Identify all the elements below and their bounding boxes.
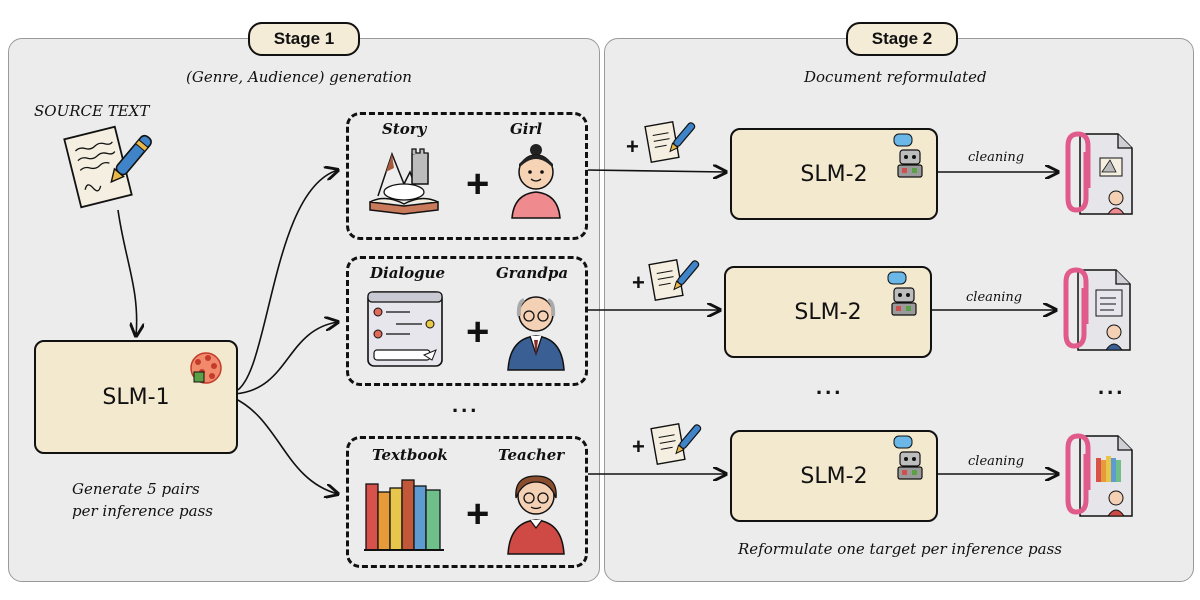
- cleaning-label-2: cleaning: [966, 290, 1023, 305]
- stage2-ellipsis-model: ...: [816, 374, 844, 399]
- stage2-caption: Reformulate one target per inference pas…: [738, 540, 1062, 558]
- stage1-label: Stage 1: [248, 22, 360, 56]
- audience-label-girl: Girl: [510, 120, 543, 138]
- girl-avatar-icon: [511, 144, 561, 219]
- genre-label-textbook: Textbook: [372, 446, 448, 464]
- robot-icon-2: [887, 271, 917, 316]
- output-document-icon-3: [1065, 433, 1133, 517]
- stage2-ellipsis-output: ...: [1098, 374, 1126, 399]
- genre-label-story: Story: [382, 120, 427, 138]
- chat-window-icon: [367, 291, 443, 367]
- audience-label-grandpa: Grandpa: [496, 264, 569, 282]
- books-icon: [364, 479, 444, 551]
- pair-plus-3: +: [466, 492, 490, 536]
- robot-icon-1: [893, 133, 923, 178]
- row1-document-icon: [644, 121, 696, 163]
- row2-plus: +: [632, 270, 645, 295]
- genre-label-dialogue: Dialogue: [370, 264, 446, 282]
- storybook-icon: [369, 148, 439, 215]
- pairs-ellipsis: ...: [452, 392, 480, 417]
- teacher-avatar-icon: [507, 475, 565, 555]
- row3-plus: +: [632, 434, 645, 459]
- cleaning-label-1: cleaning: [968, 150, 1025, 165]
- output-document-icon-2: [1063, 267, 1131, 351]
- cleaning-label-3: cleaning: [968, 454, 1025, 469]
- brain-network-icon: [190, 352, 222, 384]
- row2-document-icon: [648, 259, 700, 301]
- stage1-subtitle: (Genre, Audience) generation: [186, 68, 412, 86]
- row3-document-icon: [650, 423, 702, 465]
- row1-plus: +: [626, 134, 639, 159]
- stage1-caption-line1: Generate 5 pairs: [72, 480, 200, 498]
- source-document-icon: [63, 125, 152, 209]
- output-document-icon-1: [1065, 131, 1133, 215]
- slm1-label: SLM-1: [102, 384, 170, 410]
- stage1-caption-line2: per inference pass: [72, 502, 213, 520]
- pair-plus-2: +: [466, 310, 490, 354]
- robot-icon-3: [893, 435, 923, 480]
- pair-plus-1: +: [466, 162, 490, 206]
- slm2-label-2: SLM-2: [794, 299, 862, 325]
- stage2-label: Stage 2: [846, 22, 958, 56]
- audience-label-teacher: Teacher: [498, 446, 565, 464]
- slm2-label-1: SLM-2: [800, 161, 868, 187]
- grandpa-avatar-icon: [507, 296, 565, 371]
- slm2-label-3: SLM-2: [800, 463, 868, 489]
- source-text-label: SOURCE TEXT: [34, 102, 150, 120]
- stage2-subtitle: Document reformulated: [804, 68, 987, 86]
